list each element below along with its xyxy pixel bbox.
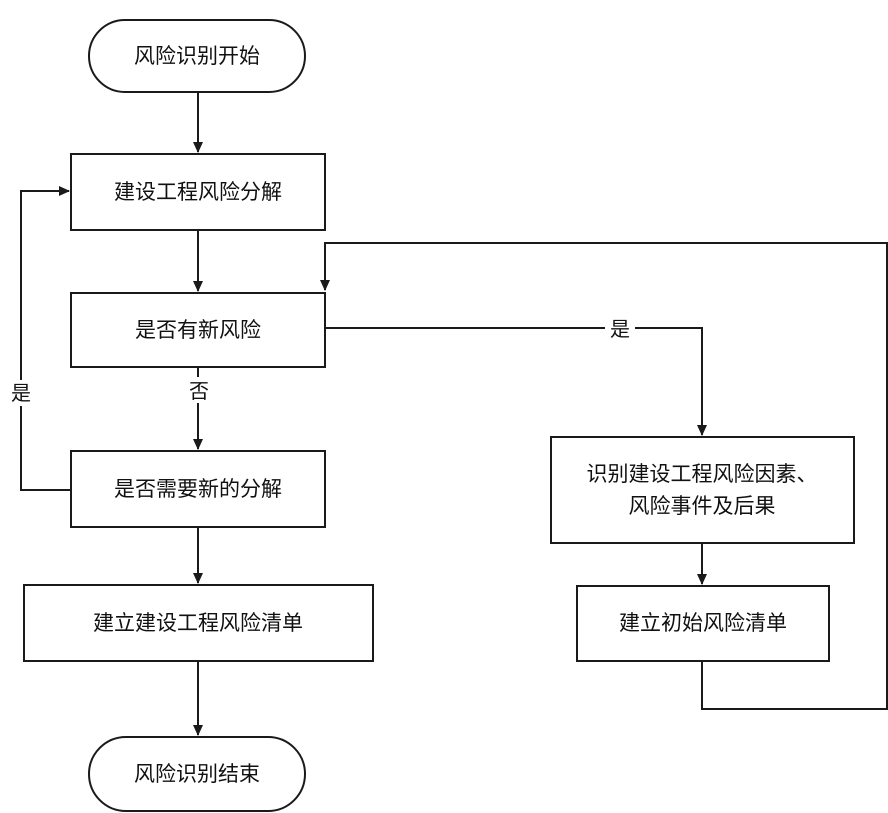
edge-need-decompose-yes-loop — [20, 186, 71, 491]
node-decompose: 建设工程风险分解 — [70, 153, 326, 231]
edge-initial-list-return — [320, 242, 888, 710]
node-new-risk-decision: 是否有新风险 — [70, 292, 326, 368]
node-identify-line1: 识别建设工程风险因素、 — [587, 462, 818, 486]
node-decompose-label: 建设工程风险分解 — [114, 180, 282, 204]
node-initial-list-label: 建立初始风险清单 — [619, 611, 787, 635]
node-identify: 识别建设工程风险因素、 风险事件及后果 — [550, 436, 855, 544]
node-need-decompose-decision: 是否需要新的分解 — [70, 450, 326, 528]
edge-label-yes-need-decompose: 是 — [11, 381, 31, 405]
node-end: 风险识别结束 — [88, 736, 306, 812]
node-identify-line2: 风险事件及后果 — [629, 494, 776, 518]
node-new-risk-label: 是否有新风险 — [135, 318, 261, 342]
edge-label-no-new-risk: 否 — [189, 379, 209, 403]
node-need-decompose-label: 是否需要新的分解 — [114, 477, 282, 501]
edge-new-risk-yes — [325, 327, 707, 436]
node-end-label: 风险识别结束 — [134, 762, 260, 786]
node-initial-list: 建立初始风险清单 — [576, 585, 830, 662]
node-start: 风险识别开始 — [88, 19, 306, 93]
node-build-list: 建立建设工程风险清单 — [23, 584, 374, 662]
edge-label-yes-new-risk: 是 — [610, 317, 630, 341]
node-start-label: 风险识别开始 — [134, 44, 260, 68]
node-build-list-label: 建立建设工程风险清单 — [93, 611, 303, 635]
